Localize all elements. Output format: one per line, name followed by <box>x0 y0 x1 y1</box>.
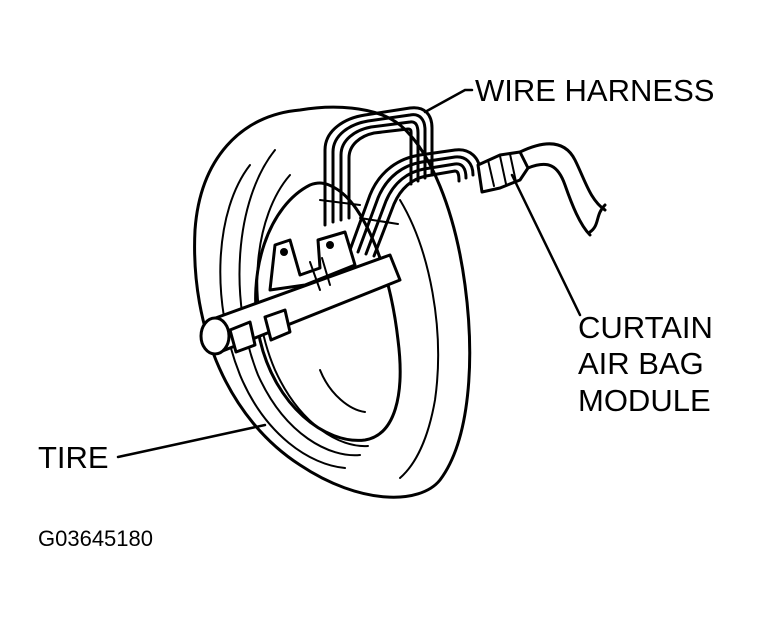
wire-harness <box>319 106 482 258</box>
label-wire-harness: WIRE HARNESS <box>475 73 714 108</box>
module-cable <box>518 142 607 212</box>
harness-wire <box>331 113 427 224</box>
tire-tread-edge <box>399 199 440 479</box>
tire-sidewall-line <box>238 149 361 457</box>
harness-wire <box>348 148 482 252</box>
leader-lines <box>116 88 582 459</box>
harness-wire <box>323 106 434 227</box>
rod-slot <box>309 257 331 291</box>
module-connector <box>476 142 607 237</box>
tire-sidewall-line <box>219 164 346 469</box>
rod-bracket <box>263 308 292 342</box>
harness-wire <box>372 169 461 258</box>
rod-clip <box>268 230 357 292</box>
label-curtain-line2: AIR BAG <box>578 346 704 381</box>
tire-sidewall-line <box>256 174 369 448</box>
label-curtain-line1: CURTAIN <box>578 310 713 345</box>
leader-curtain-module <box>510 173 582 317</box>
module-cable <box>526 162 592 237</box>
clip-hole <box>280 248 288 256</box>
harness-wire <box>356 155 475 254</box>
leader-wire-harness <box>423 88 474 114</box>
harness-wire <box>339 120 420 222</box>
figure-id: G03645180 <box>38 526 153 551</box>
label-curtain-line3: MODULE <box>578 383 711 418</box>
mounting-rod <box>199 230 402 356</box>
cable-break-mark <box>588 203 607 234</box>
leader-tire <box>116 423 267 459</box>
label-tire: TIRE <box>38 440 109 475</box>
rod-end-cap <box>199 316 231 356</box>
rod-bracket <box>228 320 257 354</box>
harness-wire <box>364 162 468 256</box>
harness-wire <box>347 127 413 220</box>
connector-ridge <box>487 153 517 187</box>
clip-hole <box>326 241 334 249</box>
harness-tape <box>319 199 399 225</box>
tire-sidewall-line <box>319 369 366 413</box>
